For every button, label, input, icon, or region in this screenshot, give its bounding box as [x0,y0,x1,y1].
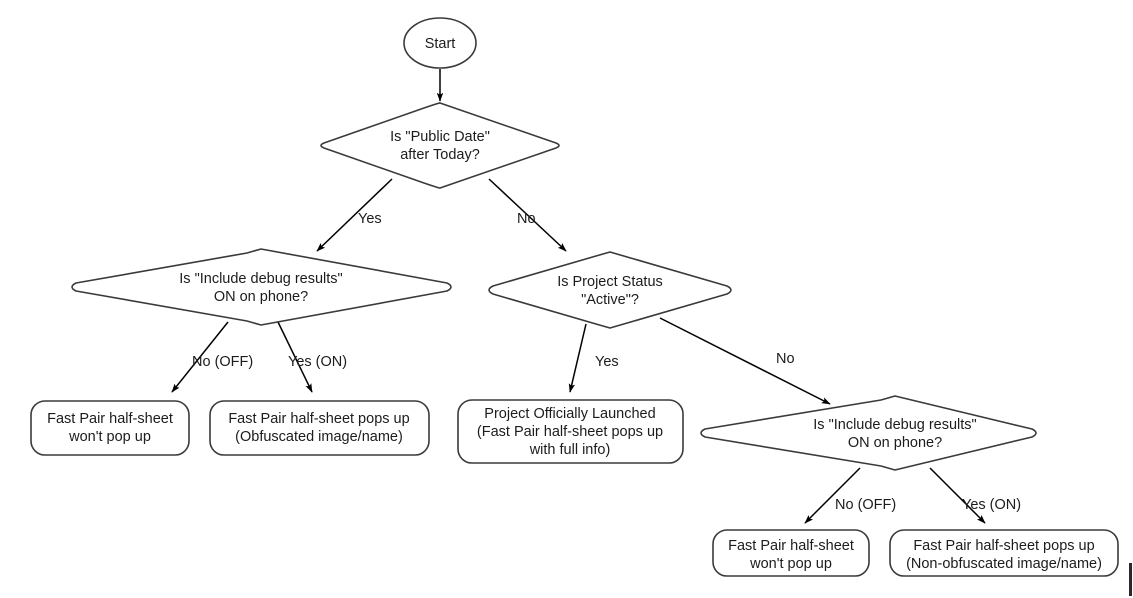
terminal-right-on-box [889,529,1119,577]
terminal-left-on-line1: Fast Pair half-sheet pops up [228,411,409,427]
terminal-right-off-line1: Fast Pair half-sheet [728,538,854,554]
start-ellipse [403,17,477,69]
debug-left-label-line2: ON on phone? [214,289,308,305]
terminal-left-off-box [30,400,190,456]
edge-label-debug-left-yes: Yes (ON) [288,354,347,370]
start-label: Start [425,36,456,52]
node-terminal-right-on[interactable]: Fast Pair half-sheet pops up (Non-obfusc… [889,529,1119,577]
terminal-left-off-line2: won't pop up [68,429,151,445]
edges-layer [171,69,986,524]
debug-left-label-line1: Is "Include debug results" [179,271,342,287]
project-status-label-line1: Is Project Status [557,274,663,290]
debug-left-diamond [71,248,452,326]
terminal-right-on-line2: (Non-obfuscated image/name) [906,556,1102,572]
edge-label-debug-left-no: No (OFF) [192,354,253,370]
edge-project-status-no [659,317,831,405]
edge-label-public-date-no: No [517,211,536,227]
terminal-left-on-line2: (Obfuscated image/name) [235,429,403,445]
node-terminal-right-off[interactable]: Fast Pair half-sheet won't pop up [712,529,870,577]
edge-label-project-status-yes: Yes [595,354,619,370]
terminal-launched-line3: with full info) [529,442,611,458]
public-date-label-line2: after Today? [400,147,480,163]
node-terminal-launched[interactable]: Project Officially Launched (Fast Pair h… [457,399,684,464]
project-status-label-line2: "Active"? [581,292,639,308]
public-date-diamond [320,102,560,189]
node-decision-public-date[interactable]: Is "Public Date" after Today? [320,102,560,189]
project-status-diamond [488,251,732,329]
terminal-launched-line2: (Fast Pair half-sheet pops up [477,424,663,440]
edge-debug-left-no [171,321,229,393]
edge-artifact-mark [1129,563,1132,596]
terminal-right-off-line2: won't pop up [749,556,832,572]
edge-label-debug-right-yes: Yes (ON) [962,497,1021,513]
edge-debug-right-no [804,467,861,524]
edge-label-public-date-yes: Yes [358,211,382,227]
node-start[interactable]: Start [403,17,477,69]
node-decision-debug-left[interactable]: Is "Include debug results" ON on phone? [71,248,452,326]
debug-right-label-line2: ON on phone? [848,435,942,451]
terminal-right-off-box [712,529,870,577]
terminal-launched-line1: Project Officially Launched [484,406,655,422]
edge-label-project-status-no: No [776,351,795,367]
edge-debug-right-yes [929,467,986,524]
edge-debug-left-yes [277,321,313,393]
node-decision-project-status[interactable]: Is Project Status "Active"? [488,251,732,329]
terminal-left-off-line1: Fast Pair half-sheet [47,411,173,427]
terminal-launched-box [457,399,684,464]
edge-label-debug-right-no: No (OFF) [835,497,896,513]
public-date-label-line1: Is "Public Date" [390,129,490,145]
node-decision-debug-right[interactable]: Is "Include debug results" ON on phone? [700,395,1037,471]
debug-right-diamond [700,395,1037,471]
edge-public-date-yes [316,178,393,252]
terminal-right-on-line1: Fast Pair half-sheet pops up [913,538,1094,554]
edge-project-status-yes [568,323,587,393]
edge-public-date-no [488,178,567,252]
debug-right-label-line1: Is "Include debug results" [813,417,976,433]
edge-labels-layer: Yes No No (OFF) Yes (ON) Yes No No (OFF)… [192,211,1021,513]
node-terminal-left-off[interactable]: Fast Pair half-sheet won't pop up [30,400,190,456]
node-terminal-left-on[interactable]: Fast Pair half-sheet pops up (Obfuscated… [209,400,430,456]
terminal-left-on-box [209,400,430,456]
